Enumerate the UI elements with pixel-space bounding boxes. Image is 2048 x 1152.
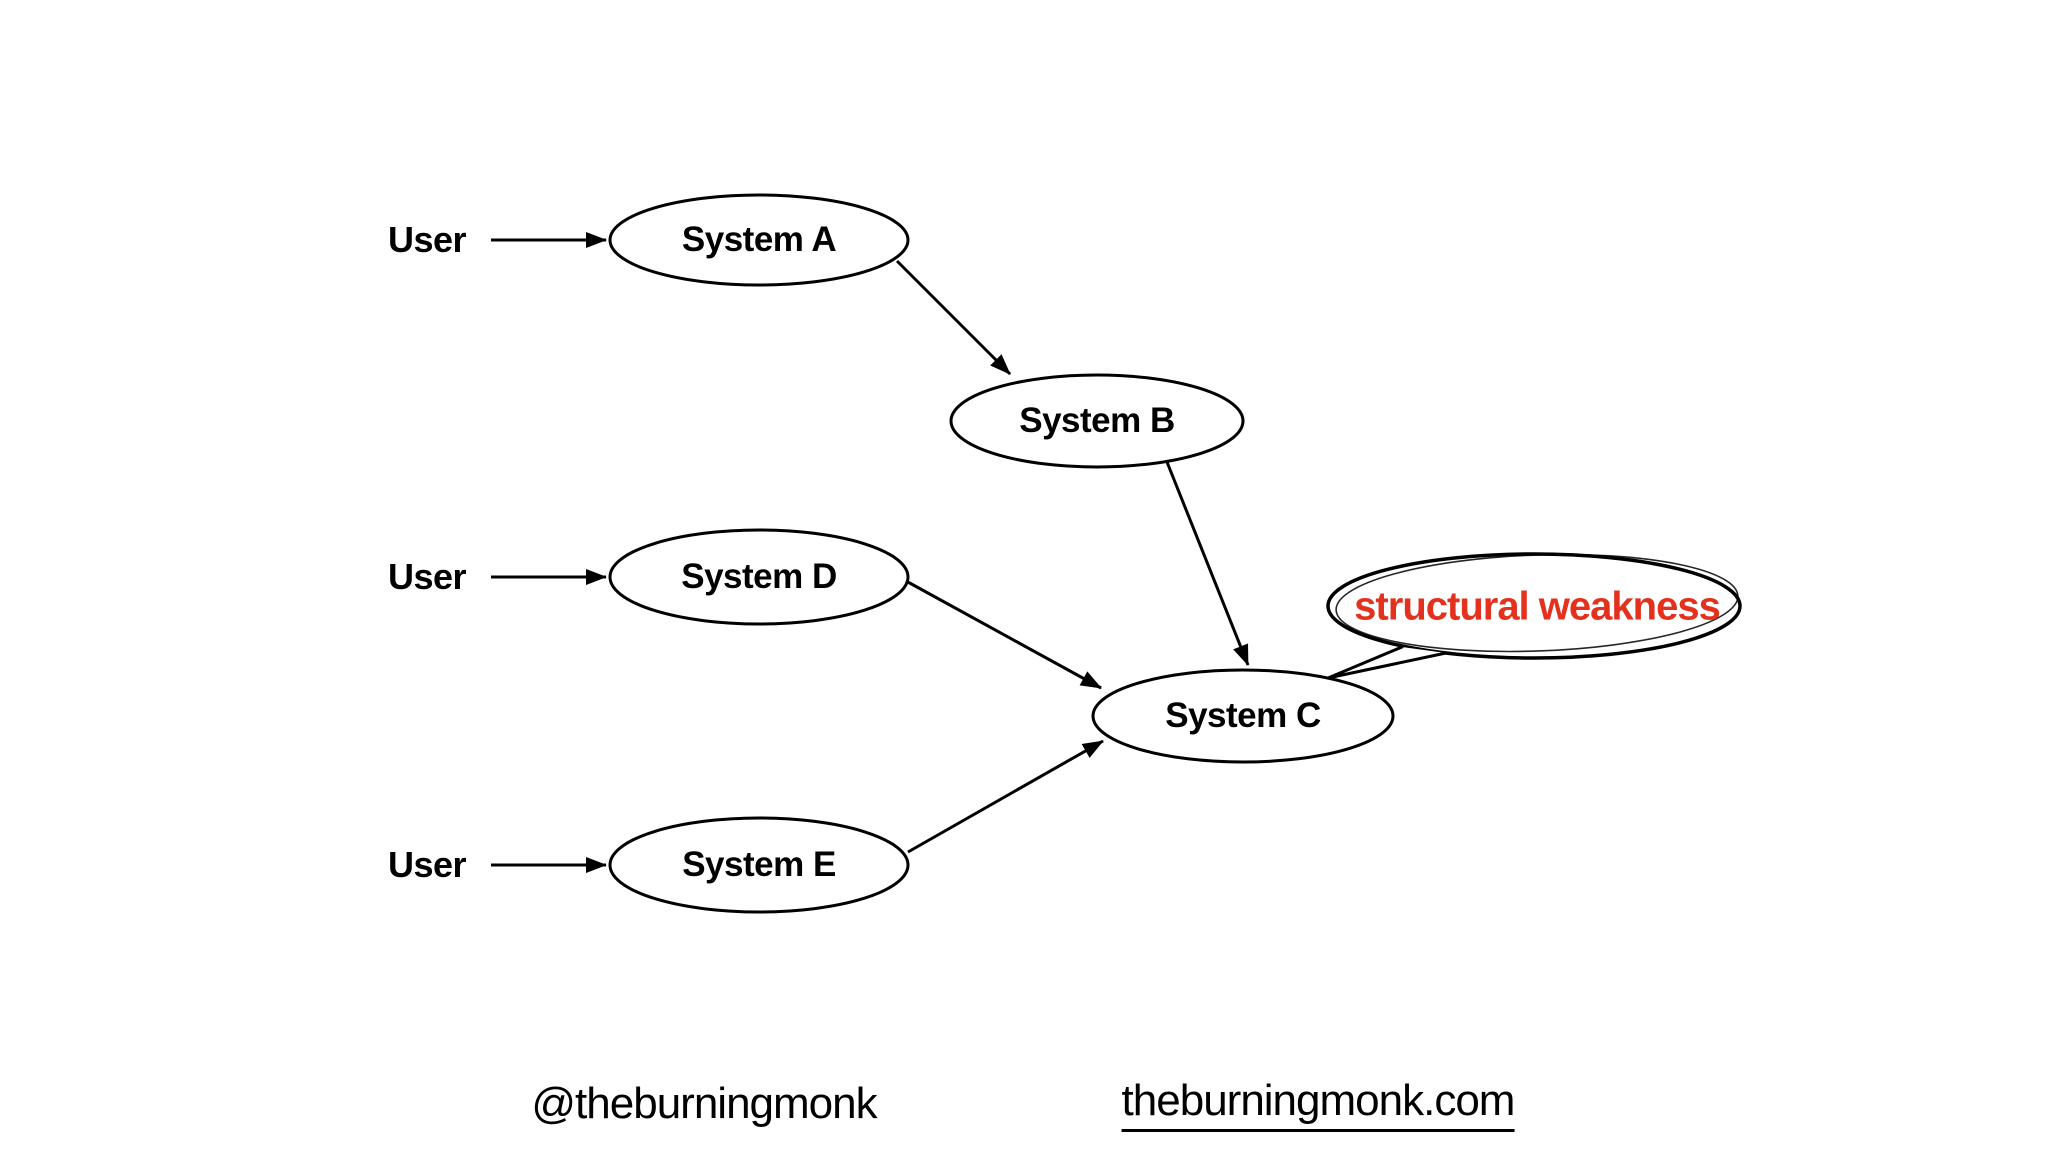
node-ellipse-system-d (608, 528, 910, 626)
node-ellipse-system-e (608, 816, 910, 914)
node-label-system-b: System B (1019, 401, 1175, 440)
node-label-system-a: System A (681, 220, 837, 259)
node-label-system-c: System C (1165, 696, 1321, 735)
edge-system-a-to-system-b (895, 259, 1012, 376)
user-label-1: User (387, 219, 467, 260)
footer-handle: @theburningmonk (531, 1079, 877, 1128)
edge-system-d-to-system-c (905, 579, 1102, 690)
speech-bubble (1326, 552, 1742, 680)
node-ellipse-system-a (608, 193, 910, 287)
edge-system-b-to-system-c (1165, 461, 1250, 666)
speech-bubble-body (1326, 552, 1742, 660)
node-label-system-e: System E (682, 845, 836, 884)
speech-bubble-sketch-stroke (1335, 553, 1739, 653)
speech-bubble-tail (1326, 645, 1448, 680)
node-label-system-d: System D (681, 557, 837, 596)
user-label-3: User (387, 844, 467, 885)
edge-system-e-to-system-c (907, 739, 1104, 854)
user-label-2: User (387, 556, 467, 597)
footer-site-link[interactable]: theburningmonk.com (1121, 1076, 1515, 1132)
annotation-label: structural weakness (1354, 584, 1721, 629)
node-ellipse-system-c (1091, 668, 1395, 764)
node-ellipse-system-b (949, 373, 1245, 469)
